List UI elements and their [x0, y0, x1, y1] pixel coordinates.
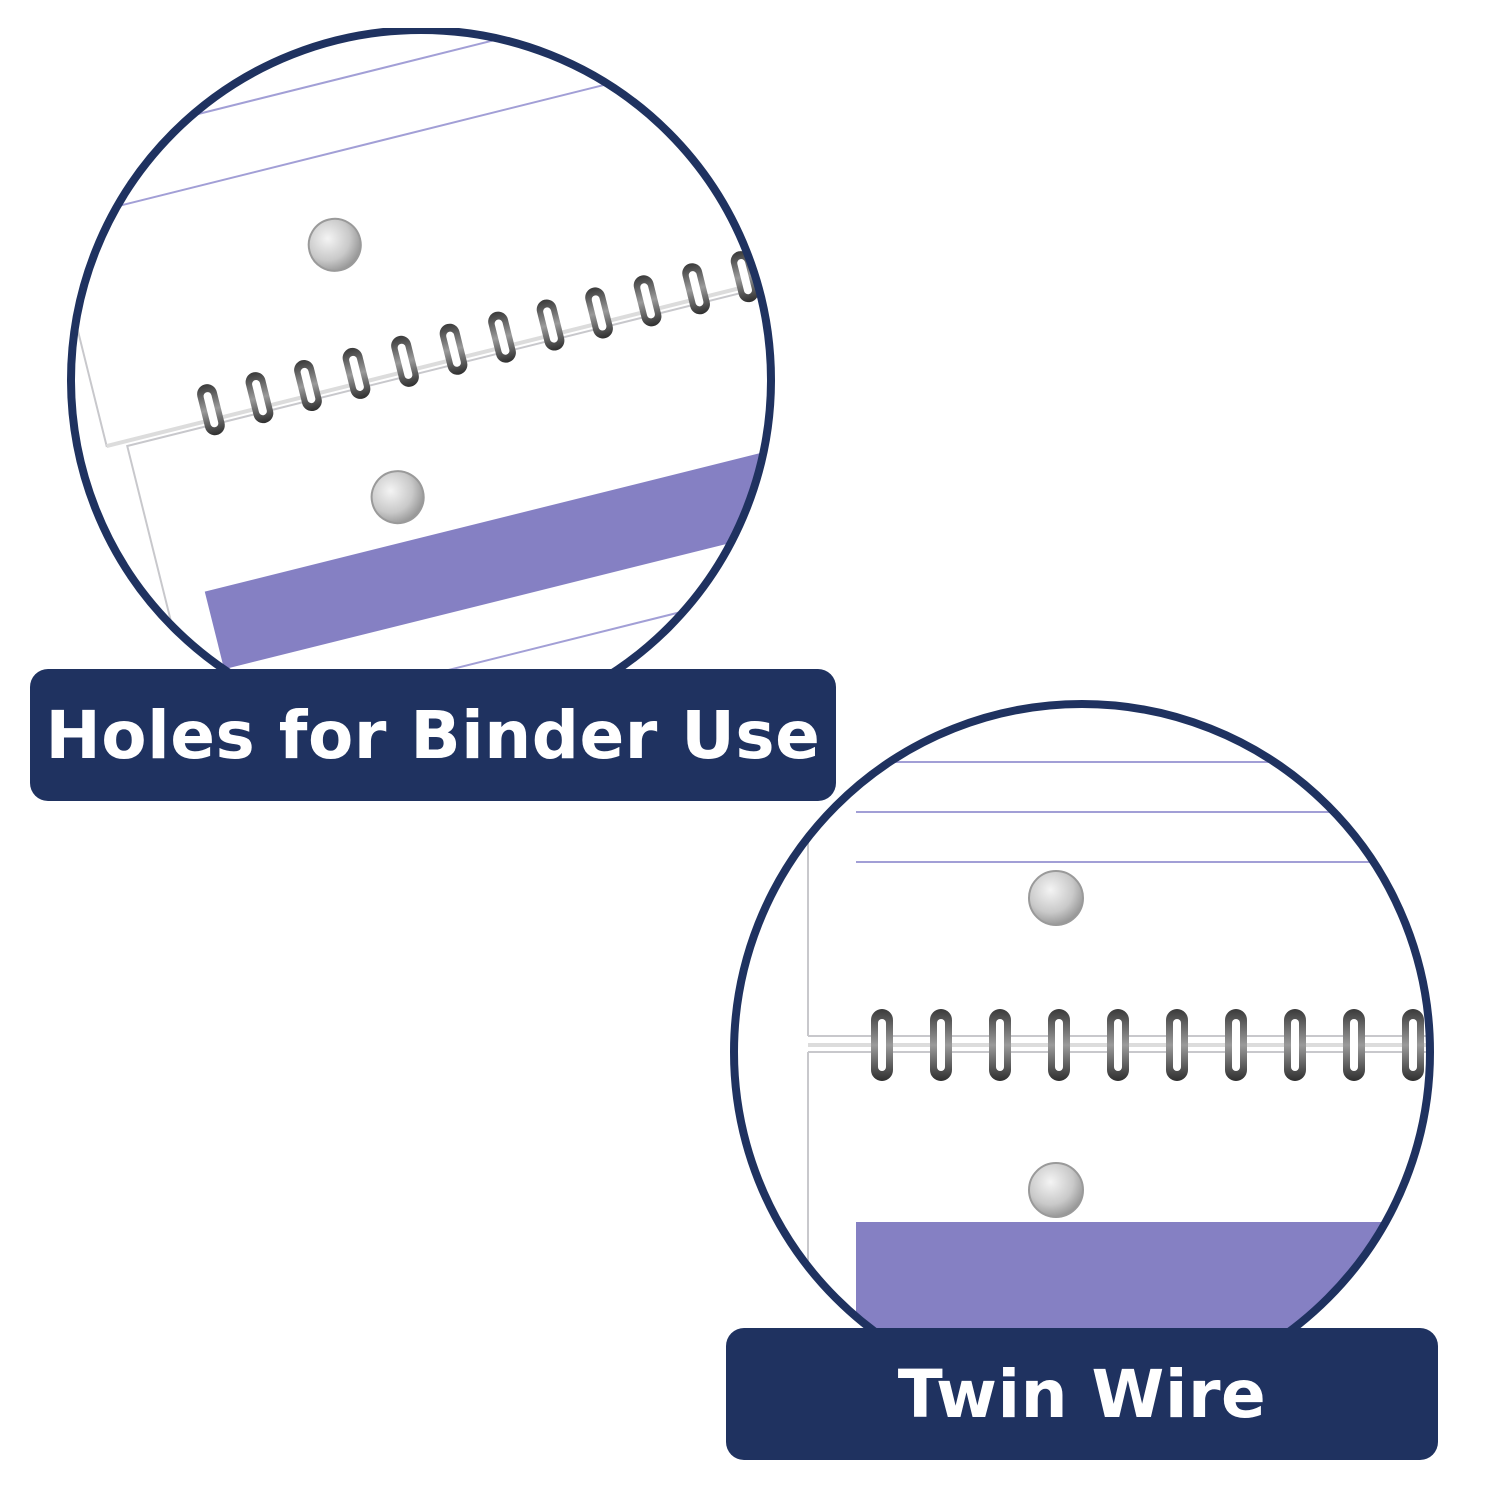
binder-hole-closeup-icon: [67, 28, 775, 734]
binder-hole-icon: [1028, 870, 1084, 926]
callout-2-text: Twin Wire: [897, 1355, 1267, 1433]
binder-hole-icon: [1028, 1162, 1084, 1218]
twin-wire-closeup: [726, 700, 1438, 1412]
binder-holes-closeup: [60, 28, 782, 750]
twin-wire-coil-closeup-icon: [730, 700, 1434, 1404]
binder-hole-icon: [307, 217, 362, 272]
twin-wire-label: Twin Wire: [726, 1328, 1438, 1460]
holes-for-binder-use-label: Holes for Binder Use: [30, 669, 836, 801]
callout-1-text: Holes for Binder Use: [45, 696, 821, 774]
binder-hole-icon: [370, 470, 425, 525]
